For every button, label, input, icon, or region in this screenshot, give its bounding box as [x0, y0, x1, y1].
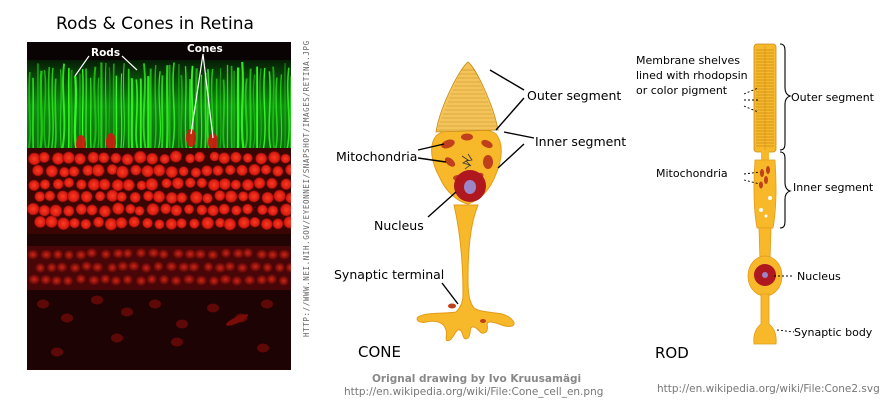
photoreceptor-strands [27, 72, 32, 151]
cone-outer-segment-label: Outer segment [527, 88, 622, 103]
rod-nucleolus [762, 272, 768, 278]
cone-outer-segment [435, 61, 500, 133]
rod-nucleus-label: Nucleus [797, 270, 841, 283]
rod-mitochondria-label: Mitochondria [656, 167, 728, 180]
cones-label: Cones [187, 43, 223, 55]
rod-dotted-pointers [743, 87, 795, 333]
cone-mitochondria-label: Mitochondria [336, 149, 418, 164]
rod-credit-url: http://en.wikipedia.org/wiki/File:Cone2.… [657, 383, 880, 395]
cone-credit-author: Orignal drawing by Ivo Kruusamägi [372, 373, 582, 385]
rod-brackets [779, 43, 792, 229]
cone-synaptic-vesicle [448, 303, 456, 309]
inner-nuclear-layer-cells [27, 249, 39, 260]
rod-inner-segment [753, 159, 777, 229]
cone-pointers [417, 69, 535, 305]
rod-outer-segment-label: Outer segment [791, 91, 874, 104]
cone-axon [416, 204, 515, 342]
rod-membrane-label: Membrane shelves lined with rhodopsin or… [636, 54, 748, 97]
cone-inner-segment-label: Inner segment [535, 134, 627, 149]
figure-title: Rods & Cones in Retina [56, 14, 254, 34]
cone-caption: CONE [358, 343, 401, 361]
cone-nucleus-label: Nucleus [374, 218, 424, 233]
cone-synaptic-terminal-label: Synaptic terminal [334, 267, 445, 282]
outer-nuclear-layer-cells [28, 152, 41, 166]
rod-mitochondria [759, 166, 770, 189]
micrograph-image: Rods Cones [27, 42, 291, 370]
retina-micrograph: Rods Cones [27, 42, 291, 370]
cone-nucleolus [464, 180, 476, 194]
rod-inner-segment-label: Inner segment [793, 181, 874, 194]
cone-credit-url: http://en.wikipedia.org/wiki/File:Cone_c… [344, 386, 604, 398]
cone-diagram [416, 61, 535, 342]
rod-caption: ROD [655, 344, 689, 362]
micrograph-source-url: HTTP://WWW.NEI.NIH.GOV/EYEONNEI/SNAPSHOT… [302, 40, 311, 337]
rod-synaptic-body-label: Synaptic body [794, 326, 873, 339]
rod-diagram [743, 43, 795, 345]
rods-label: Rods [91, 47, 120, 59]
ganglion-cells [37, 299, 49, 309]
micro-pointers [74, 53, 214, 139]
golgi-scribble [461, 153, 473, 170]
rod-synaptic-body [753, 293, 777, 345]
